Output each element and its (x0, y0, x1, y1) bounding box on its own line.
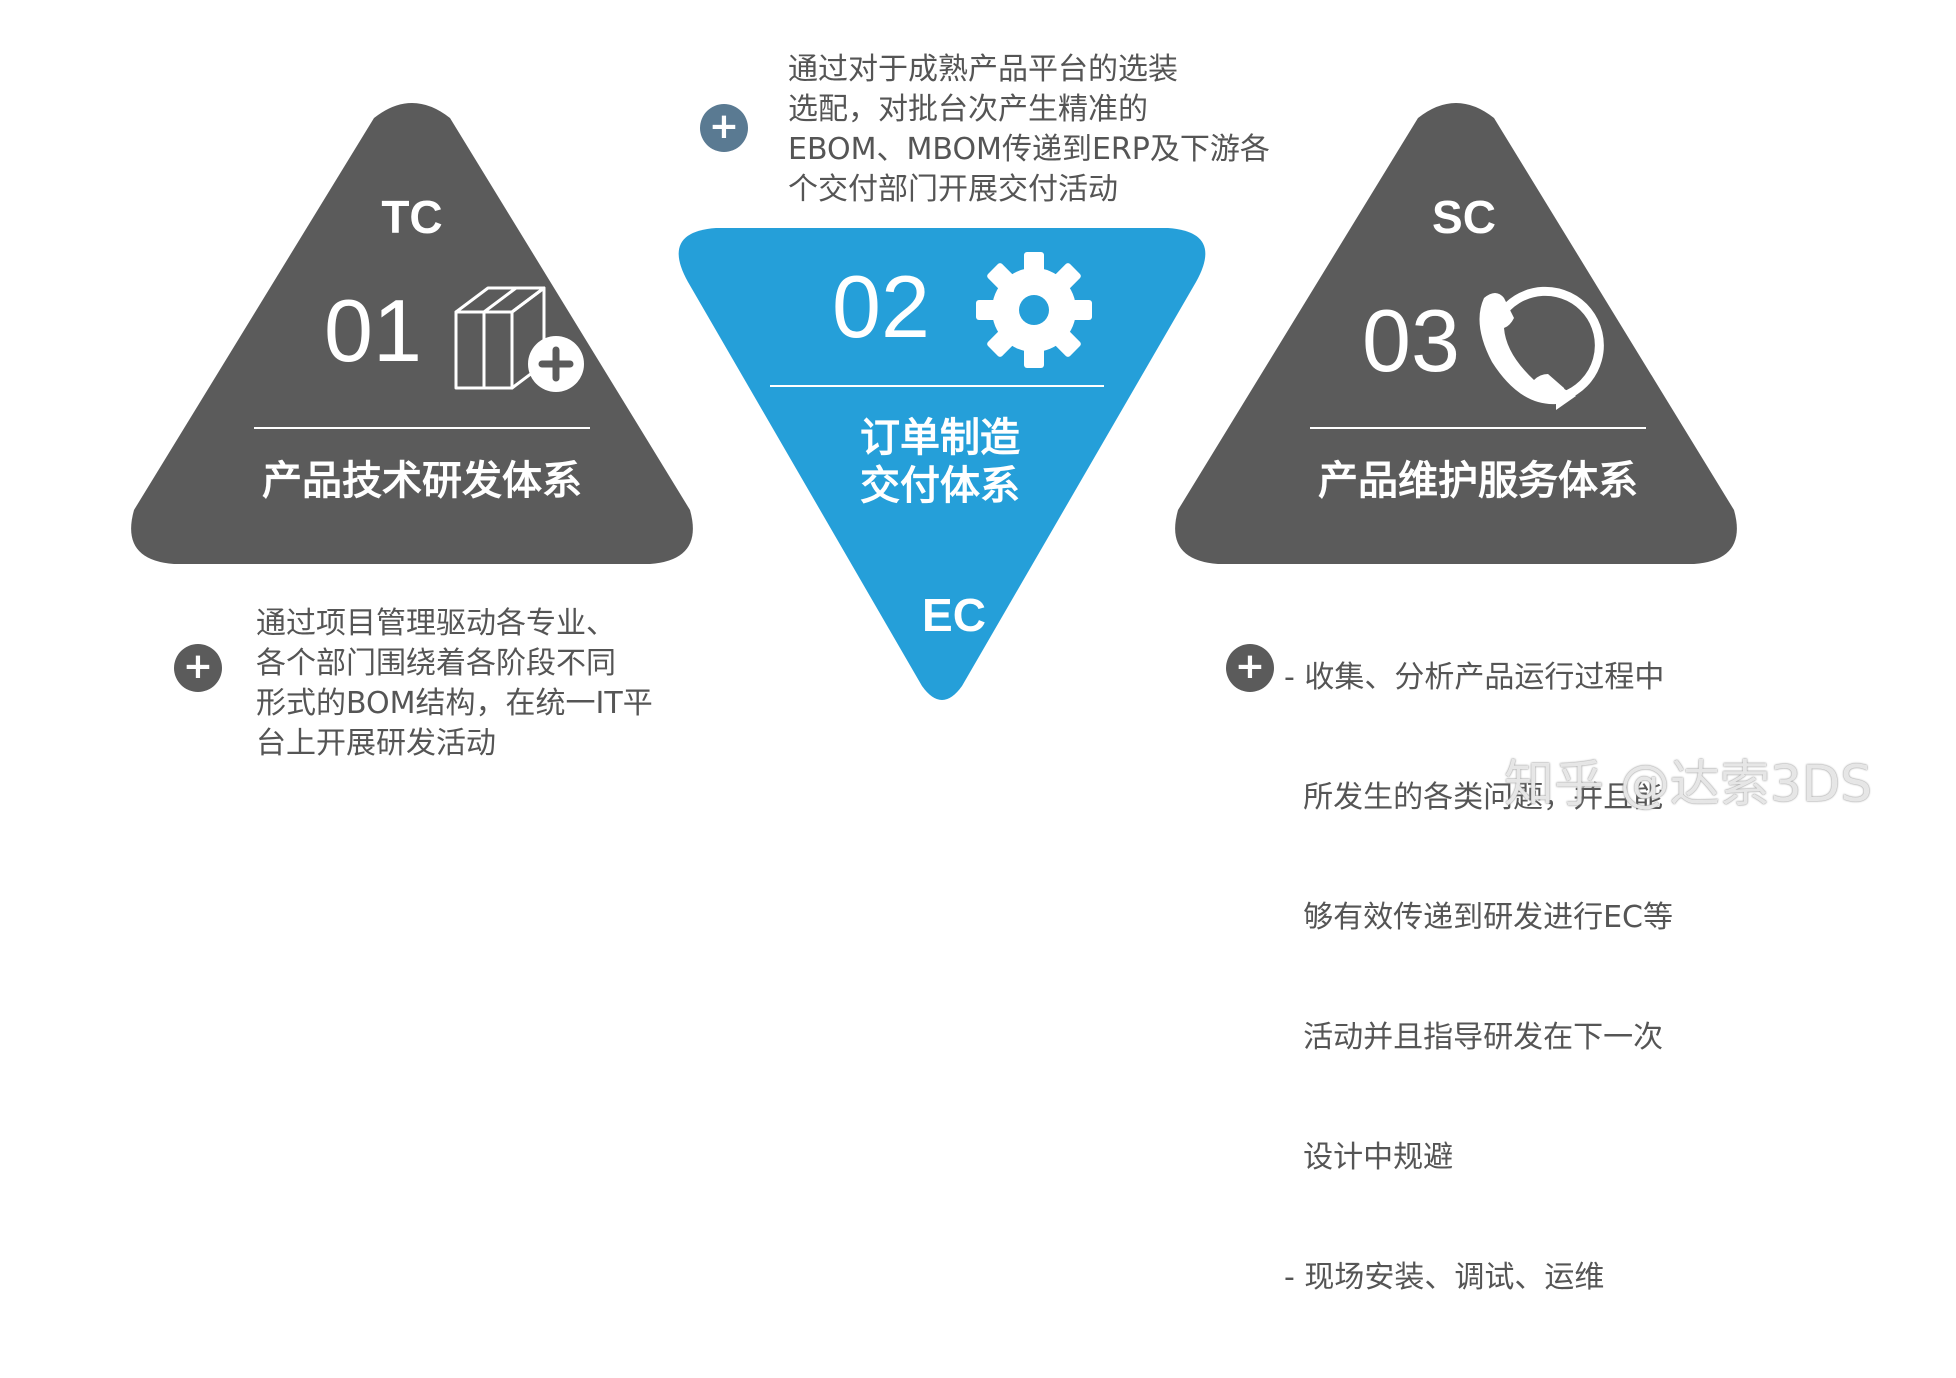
ec-description: 通过对于成熟产品平台的选装 选配，对批台次产生精准的 EBOM、MBOM传递到E… (788, 50, 1270, 210)
tc-description: 通过项目管理驱动各专业、 各个部门围绕着各阶段不同 形式的BOM结构，在统一IT… (256, 604, 653, 764)
phone-24-icon (1479, 286, 1604, 410)
sc-description: - 收集、分析产品运行过程中 所发生的各类问题，并且能 够有效传递到研发进行EC… (1284, 578, 1673, 1378)
ec-description-line: 选配，对批台次产生精准的 (788, 92, 1148, 127)
ec-description-line: 通过对于成熟产品平台的选装 (788, 52, 1178, 87)
ec-number: 02 (832, 257, 930, 356)
ec-plus-icon: + (700, 104, 748, 152)
watermark: 知乎 @达索3DS (1504, 755, 1872, 813)
sc-description-line: 所发生的各类问题，并且能 (1284, 780, 1664, 815)
tc-number: 01 (324, 281, 422, 380)
tc-description-line: 通过项目管理驱动各专业、 (256, 606, 616, 641)
sc-description-line: 活动并且指导研发在下一次 (1284, 1020, 1664, 1055)
sc-number: 03 (1362, 291, 1460, 390)
sc-code: SC (1432, 191, 1496, 243)
diagram: TC EC SC 01 02 03 产品技术研发体系 产品维护服务体系 订单制造… (131, 50, 1872, 1295)
ec-description-line: 个交付部门开展交付活动 (788, 172, 1118, 207)
sc-triangle (1175, 103, 1737, 564)
tc-description-line: 各个部门围绕着各阶段不同 (256, 646, 616, 681)
sc-description-line: - 现场安装、调试、运维 (1284, 1260, 1605, 1295)
tc-description-line: 台上开展研发活动 (256, 726, 496, 761)
ec-system-title-line: 交付体系 (860, 463, 1020, 509)
sc-description-line: 够有效传递到研发进行EC等 (1284, 900, 1673, 935)
sc-description-line: - 收集、分析产品运行过程中 (1284, 660, 1665, 695)
ec-description-line: EBOM、MBOM传递到ERP及下游各 (788, 132, 1270, 167)
tc-description-line: 形式的BOM结构，在统一IT平 (256, 686, 653, 721)
sc-plus-icon: + (1226, 644, 1274, 692)
gear-icon (976, 252, 1092, 368)
box-plus-icon (454, 286, 584, 392)
tc-plus-icon: + (174, 644, 222, 692)
ec-system-title-line: 订单制造 (860, 415, 1020, 461)
tc-code: TC (381, 191, 443, 243)
sc-system-title: 产品维护服务体系 (1318, 458, 1638, 504)
sc-description-line: 设计中规避 (1284, 1140, 1454, 1175)
ec-system-title: 订单制造 交付体系 (800, 414, 1080, 510)
tc-system-title: 产品技术研发体系 (262, 458, 582, 504)
shapes-layer (131, 103, 1737, 700)
ec-code: EC (922, 589, 986, 641)
tc-triangle (131, 103, 693, 564)
